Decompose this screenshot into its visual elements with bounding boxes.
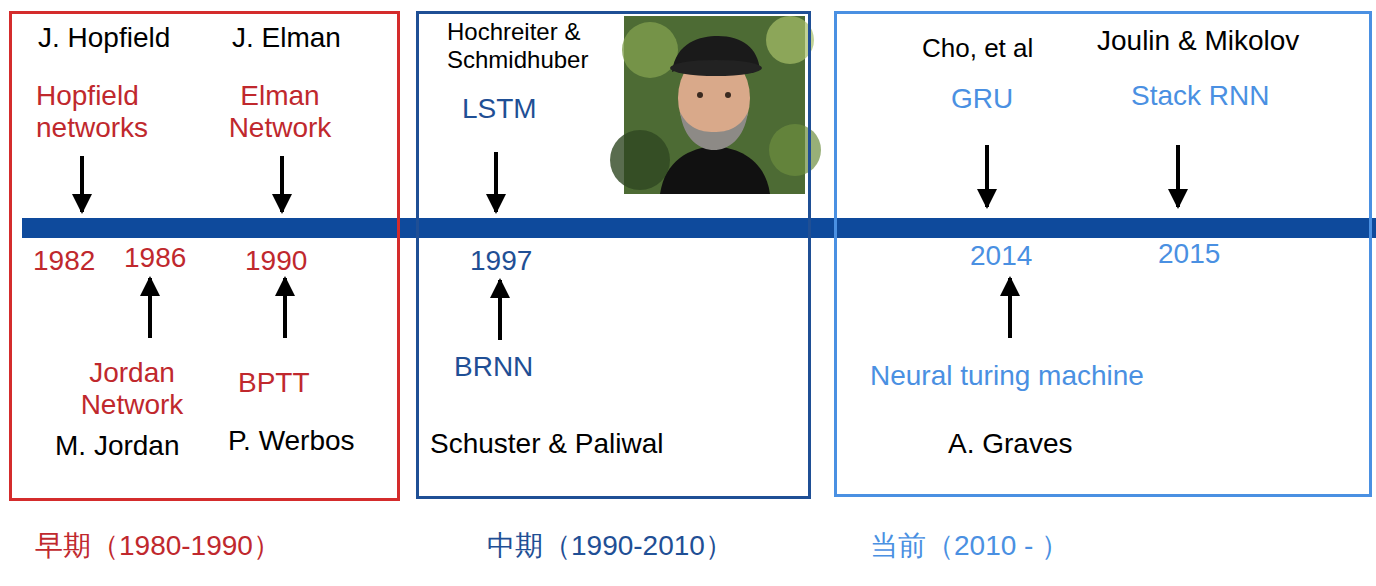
- timeline-label: 1997: [470, 245, 532, 277]
- era-caption: 早期（1980-1990）: [35, 530, 281, 562]
- up-arrow: [148, 278, 152, 338]
- era-box: J. Hopfield J. ElmanHopfield networksElma…: [9, 11, 400, 501]
- timeline-label: 1986: [124, 242, 186, 274]
- down-arrow: [494, 152, 498, 212]
- timeline-label: BRNN: [454, 351, 533, 383]
- timeline-label: Hochreiter & Schmidhuber: [447, 18, 617, 73]
- up-arrow: [1008, 278, 1012, 338]
- timeline-label: Hopfield networks: [36, 80, 196, 144]
- timeline-label: Elman Network: [200, 80, 360, 144]
- timeline-label: Stack RNN: [1131, 80, 1269, 112]
- portrait-photo: [610, 16, 821, 194]
- era-caption: 当前（2010 - ）: [870, 530, 1069, 562]
- timeline-label: LSTM: [462, 93, 537, 125]
- timeline-label: J. Hopfield: [38, 22, 170, 54]
- timeline-label: Jordan Network: [62, 357, 202, 421]
- timeline-label: J. Elman: [232, 22, 341, 54]
- timeline-label: Schuster & Paliwal: [430, 428, 663, 460]
- timeline-bar: [22, 218, 1376, 238]
- down-arrow: [80, 156, 84, 212]
- timeline-label: BPTT: [238, 367, 310, 399]
- timeline-label: A. Graves: [948, 428, 1072, 460]
- timeline-label: M. Jordan: [55, 430, 180, 462]
- down-arrow: [280, 156, 284, 212]
- timeline-label: P. Werbos: [228, 425, 355, 457]
- timeline-label: 1990: [245, 245, 307, 277]
- up-arrow: [498, 280, 502, 340]
- era-box: Hochreiter & SchmidhuberLSTM 1997BRNN Schu…: [416, 11, 811, 499]
- up-arrow: [283, 278, 287, 338]
- timeline-label: Cho, et al: [922, 34, 1033, 64]
- era-caption: 中期（1990-2010）: [487, 530, 733, 562]
- timeline-label: 1982: [33, 245, 95, 277]
- era-box: Cho, et al Joulin & MikolovGRU Stack RNN 20…: [834, 11, 1372, 497]
- timeline-label: Neural turing machine: [870, 360, 1144, 392]
- timeline-label: 2014: [970, 240, 1032, 272]
- timeline-label: GRU: [951, 83, 1013, 115]
- timeline-label: Joulin & Mikolov: [1097, 25, 1299, 57]
- down-arrow: [985, 145, 989, 207]
- timeline-label: 2015: [1158, 238, 1220, 270]
- down-arrow: [1176, 145, 1180, 207]
